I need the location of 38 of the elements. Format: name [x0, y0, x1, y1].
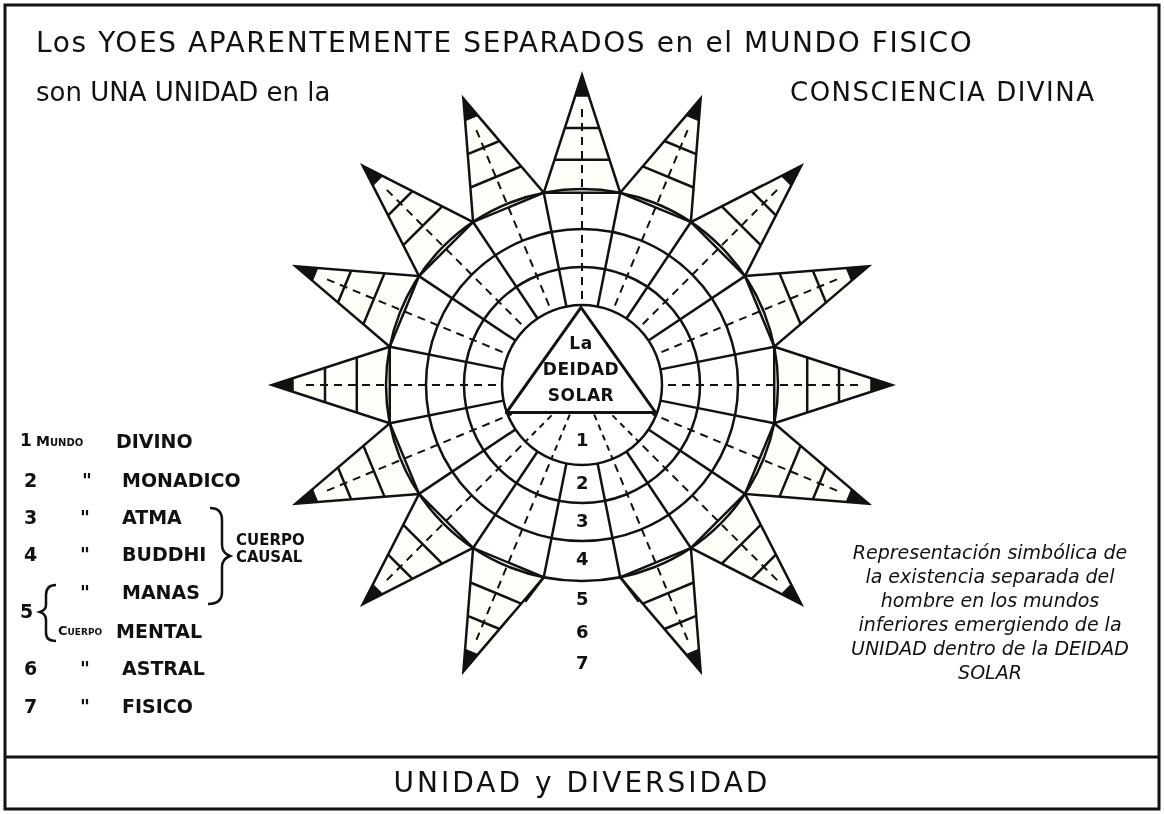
plane-number: 1 [576, 430, 589, 450]
legend-text: Cuerpo [58, 624, 103, 639]
legend-text: ATMA [122, 507, 182, 528]
legend-text: 7 [24, 696, 38, 717]
legend-text: " [80, 658, 90, 679]
legend-text: DIVINO [116, 431, 193, 452]
node-text: La DEIDAD SOLAR [541, 332, 621, 407]
legend-text: 5 [20, 601, 34, 622]
legend-text: MONADICO [122, 470, 241, 491]
legend-text: MANAS [122, 582, 200, 603]
legend-text: MENTAL [116, 621, 203, 642]
title-line: CONSCIENCIA DIVINA [790, 78, 1096, 107]
legend-text: Mundo [36, 434, 84, 450]
plane-number: 4 [576, 549, 589, 569]
legend-text: 2 [24, 470, 38, 491]
legend-text: BUDDHI [122, 544, 207, 565]
plane-number: 7 [576, 653, 589, 673]
legend-text: " [80, 544, 90, 565]
legend-text: ASTRAL [122, 658, 205, 679]
description-paragraph: Representación simbólica de la existencia separada del hombre en los mundos inferiores emergiendo de la UNIDAD dentro de la DEIDAD SOLAR [850, 540, 1130, 684]
plane-number: 5 [576, 589, 589, 609]
legend-text: 1 [20, 431, 32, 450]
legend-text: CUERPO CAUSAL [236, 532, 306, 565]
legend-text: 3 [24, 507, 38, 528]
plane-number: 2 [576, 473, 589, 493]
legend-text: " [80, 696, 90, 717]
title: Los YOES APARENTEMENTE SEPARADOS en el MUNDO FISICO [36, 28, 974, 59]
caption: UNIDAD y DIVERSIDAD [392, 768, 772, 799]
legend-text: 6 [24, 658, 38, 679]
plane-number: 6 [576, 622, 589, 642]
title-line: son UNA UNIDAD en la [36, 78, 331, 107]
legend-text: 4 [24, 544, 38, 565]
legend-text: FISICO [122, 696, 193, 717]
legend-text: " [80, 582, 90, 603]
triangle-node [505, 306, 657, 414]
legend-text: " [80, 507, 90, 528]
plane-number: 3 [576, 511, 589, 531]
legend-text: " [82, 470, 92, 491]
